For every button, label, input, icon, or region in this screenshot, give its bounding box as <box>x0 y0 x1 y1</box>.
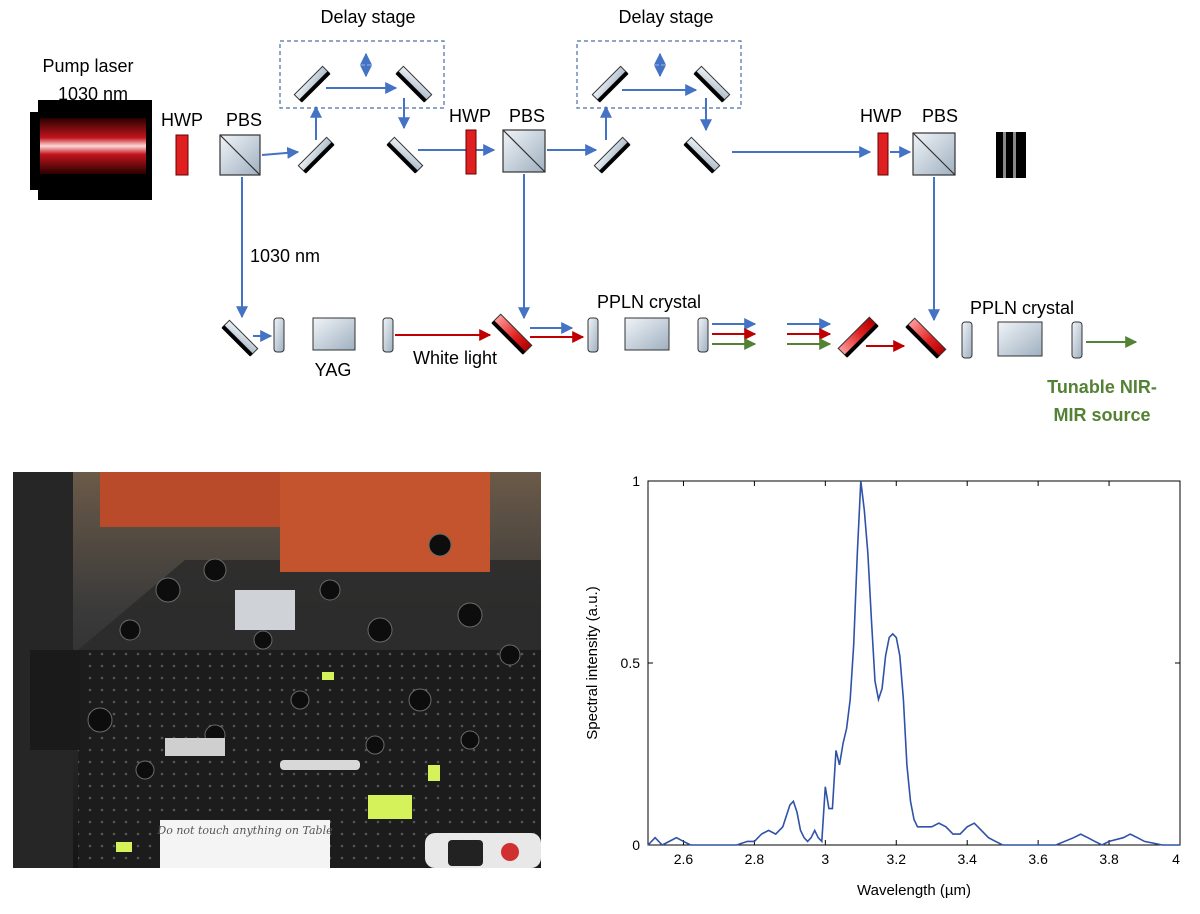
yag-crystal <box>312 317 356 351</box>
ppln-crystal-1 <box>624 317 670 351</box>
y-ticks: 00.51 <box>621 473 1180 853</box>
yag-label: YAG <box>315 360 352 380</box>
focusing-lens-3 <box>961 321 973 359</box>
plot-frame <box>647 480 1181 846</box>
x-tick-label: 3.2 <box>887 851 907 867</box>
dichroic-combiner-1 <box>491 313 533 355</box>
x-tick-label: 3 <box>821 851 829 867</box>
x-axis-title: Wavelength (µm) <box>857 882 971 899</box>
output-label-line2: MIR source <box>1053 405 1150 425</box>
x-tick-label: 3.4 <box>957 851 977 867</box>
delay-stage-2-box <box>576 40 742 109</box>
y-tick-label: 1 <box>632 473 640 489</box>
delay-stage-2-mirror-left <box>591 65 629 103</box>
ppln-2-label: PPLN crystal <box>970 298 1074 318</box>
x-tick-label: 4 <box>1172 851 1180 867</box>
dichroic-combiner-2 <box>905 317 947 359</box>
x-tick-label: 3.6 <box>1028 851 1048 867</box>
polarizing-beam-splitter-3 <box>912 132 956 176</box>
pbs-1-label: PBS <box>226 110 262 130</box>
delay-stage-1-mirror-left <box>293 65 331 103</box>
pump-laser-label: Pump laser <box>42 56 133 76</box>
photo-table-note: Do not touch anything on Table <box>156 824 333 837</box>
polarizing-beam-splitter-1 <box>219 134 261 176</box>
half-wave-plate-1 <box>175 134 189 176</box>
branch-wavelength-label: 1030 nm <box>250 246 320 266</box>
spectrum-series-line <box>647 480 1180 846</box>
x-tick-label: 2.8 <box>745 851 765 867</box>
dichroic-splitter <box>837 316 879 358</box>
pbs-2-label: PBS <box>509 106 545 126</box>
hwp-1-label: HWP <box>161 110 203 130</box>
delay-stage-1-mirror-right <box>395 65 433 103</box>
x-ticks: 2.6 2.8 3 3.2 3.4 3.6 3.8 4 <box>674 481 1181 867</box>
ppln-crystal-2 <box>997 321 1043 357</box>
y-axis-title: Spectral intensity (a.u.) <box>584 586 601 739</box>
fold-mirror-bottom-left <box>221 319 259 357</box>
collimating-lens-2 <box>697 317 709 353</box>
x-tick-label: 3.8 <box>1099 851 1119 867</box>
focusing-lens-1 <box>273 317 285 353</box>
delay-stage-1-box <box>279 40 445 109</box>
hwp-2-label: HWP <box>449 106 491 126</box>
white-light-label: White light <box>413 348 497 368</box>
y-tick-label: 0 <box>632 837 640 853</box>
x-tick-label: 2.6 <box>674 851 694 867</box>
output-label-line1: Tunable NIR- <box>1047 377 1157 397</box>
focusing-lens-2 <box>587 317 599 353</box>
half-wave-plate-2 <box>465 129 477 175</box>
steering-mirror-1b <box>386 136 424 174</box>
half-wave-plate-3 <box>877 132 889 176</box>
pump-laser <box>30 100 152 200</box>
collimating-lens-1 <box>382 317 394 353</box>
ppln-1-label: PPLN crystal <box>597 292 701 312</box>
delay-stage-2-label: Delay stage <box>618 7 713 27</box>
steering-mirror-2a <box>593 136 631 174</box>
steering-mirror-2b <box>683 136 721 174</box>
lab-setup-photo: Do not touch anything on Table <box>13 472 541 868</box>
pbs-3-label: PBS <box>922 106 958 126</box>
pump-wavelength-label: 1030 nm <box>58 84 128 104</box>
beam-dump <box>996 132 1026 178</box>
y-tick-label: 0.5 <box>621 655 641 671</box>
steering-mirror-1a <box>297 136 335 174</box>
collimating-lens-3 <box>1071 321 1083 359</box>
delay-stage-1-label: Delay stage <box>320 7 415 27</box>
delay-stage-2-mirror-right <box>693 65 731 103</box>
polarizing-beam-splitter-2 <box>502 129 546 173</box>
hwp-3-label: HWP <box>860 106 902 126</box>
optical-schematic: Pump laser 1030 nm HWP PBS Delay stage <box>30 7 1157 425</box>
